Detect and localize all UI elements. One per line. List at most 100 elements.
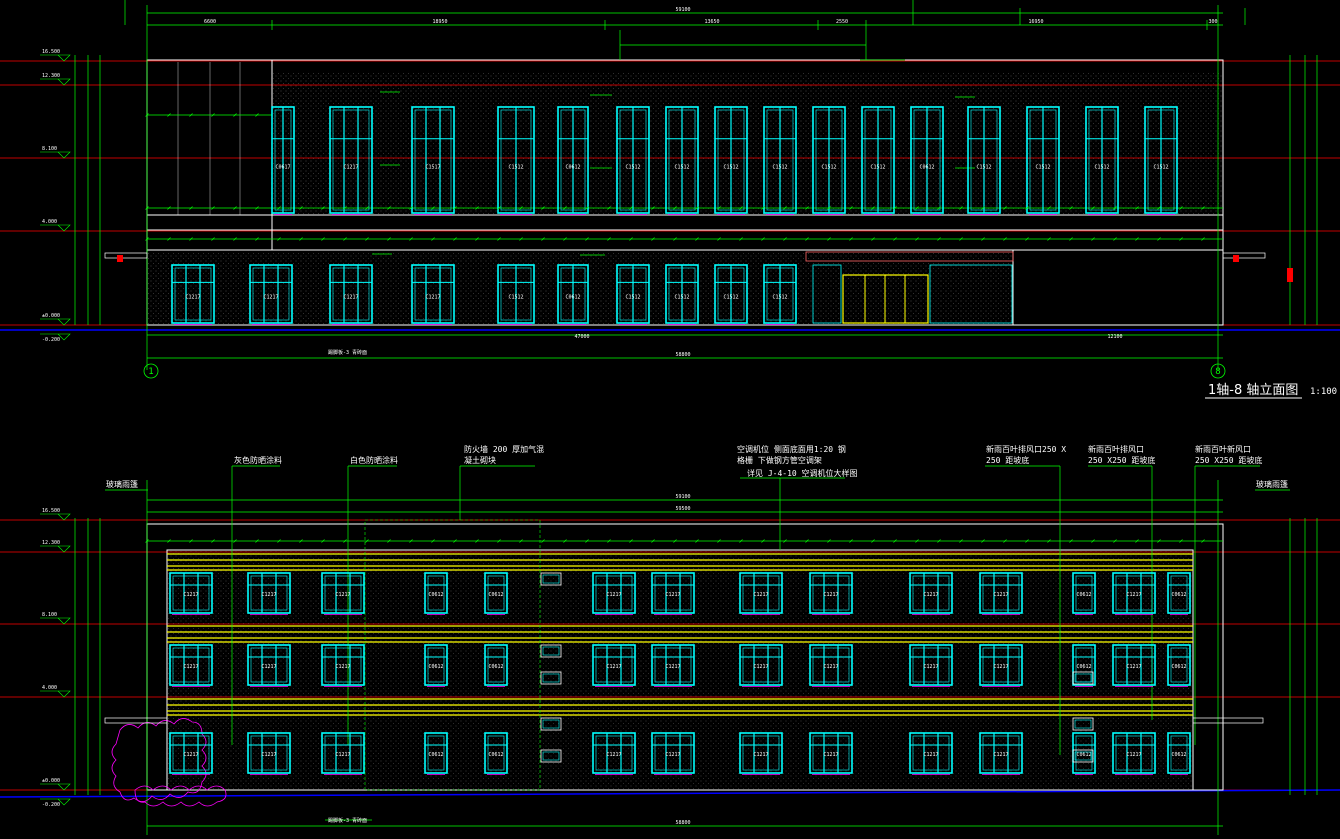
window-tag: C1217 <box>823 752 838 758</box>
bottom-window: C1217 <box>592 732 636 775</box>
callout-louver-exhaust-1b: 250 距坡底 <box>986 455 1029 465</box>
top-upper-window: C1512 <box>861 106 895 215</box>
top-seg-1: 6600 <box>204 19 216 25</box>
window-tag: C1512 <box>723 295 738 301</box>
top-lower-window: C1217 <box>171 264 215 325</box>
top-upper-window: C1217 <box>329 106 373 215</box>
top-masonry-fill-lower <box>147 252 1013 325</box>
axis-circle-1 <box>143 363 159 379</box>
window-tag: C1512 <box>821 164 836 170</box>
window-tag: C1217 <box>1126 592 1141 598</box>
top-upper-window: C1517 <box>411 106 455 215</box>
bottom-level-6: -0.200 <box>42 802 60 808</box>
window-tag: C1217 <box>823 592 838 598</box>
window-tag: C1217 <box>335 664 350 670</box>
top-curtain-wall-left <box>812 264 842 324</box>
bottom-window: C1217 <box>321 644 365 687</box>
top-lower-window: C1512 <box>616 264 650 325</box>
bottom-level-3: 8.100 <box>42 612 57 618</box>
bottom-window: C1217 <box>1112 732 1156 775</box>
window-tag: C1217 <box>335 592 350 598</box>
window-tag: C0612 <box>565 295 580 301</box>
bottom-window: C1217 <box>979 644 1023 687</box>
bottom-side-canopy-right <box>1192 717 1264 724</box>
bottom-level-5: ±0.000 <box>42 778 60 784</box>
vent-louver <box>540 644 562 658</box>
revision-cloud <box>111 718 207 802</box>
bottom-elevation: C1217C1217C1217C1217C1217C1217C1217C1217… <box>0 444 1340 835</box>
vent-louver <box>540 717 562 731</box>
window-tag: C1512 <box>723 164 738 170</box>
window-tag: C1217 <box>606 752 621 758</box>
window-tag: C1217 <box>335 752 350 758</box>
top-seg-6: 300 <box>1208 19 1217 25</box>
bottom-window: C1217 <box>247 572 291 615</box>
top-drawing-title: 1轴-8 轴立面图 <box>1208 383 1298 398</box>
bottom-window: C1217 <box>909 644 953 687</box>
window-tag: C1217 <box>183 752 198 758</box>
top-elevation: C0617C1217C1517C1512C0612C1512C1512C1512… <box>0 0 1340 399</box>
window-tag: C1217 <box>665 752 680 758</box>
callout-grey-paint: 灰色防晒涂料 <box>234 455 282 465</box>
top-upper-window: C1512 <box>763 106 797 215</box>
top-lower-window: C1512 <box>497 264 535 325</box>
bottom-level-2: 12.300 <box>42 540 60 546</box>
top-upper-window: C1512 <box>1085 106 1119 215</box>
bottom-narrow-window: C0612 <box>1167 732 1191 775</box>
window-tag: C1217 <box>263 295 278 301</box>
top-bottom-dim-2: 12100 <box>1107 334 1122 340</box>
top-side-canopy-left <box>104 252 148 259</box>
bottom-window: C1217 <box>651 644 695 687</box>
bottom-level-4: 4.000 <box>42 685 57 691</box>
bottom-finish-note: 踢脚板-3 青砖面 <box>328 817 367 824</box>
vent-louver <box>1072 717 1094 731</box>
callout-louver-fresh-a: 新雨百叶新风口 <box>1195 444 1251 454</box>
bottom-window: C1217 <box>321 732 365 775</box>
window-tag: C1217 <box>753 664 768 670</box>
window-tag: C1217 <box>425 295 440 301</box>
window-tag: C0612 <box>1171 592 1186 598</box>
vent-louver <box>540 749 562 763</box>
bottom-window: C1217 <box>809 572 853 615</box>
top-upper-window: C1512 <box>1026 106 1060 215</box>
top-dimension-lines <box>74 0 1318 370</box>
top-lower-window: C1512 <box>763 264 797 325</box>
top-level-4: 4.000 <box>42 219 57 225</box>
window-tag: C1217 <box>993 664 1008 670</box>
top-entrance-canopy <box>805 251 1014 262</box>
window-tag: C1217 <box>993 752 1008 758</box>
bottom-window: C1217 <box>979 732 1023 775</box>
callout-glass-canopy-right: 玻璃雨篷 <box>1256 479 1288 489</box>
callout-white-paint: 白色防晒涂料 <box>350 455 398 465</box>
bottom-narrow-window: C0612 <box>424 572 448 615</box>
top-level-2: 12.300 <box>42 73 60 79</box>
window-tag: C1512 <box>508 164 523 170</box>
bottom-window: C1217 <box>592 644 636 687</box>
bottom-window: C1217 <box>1112 644 1156 687</box>
window-tag: C0612 <box>565 164 580 170</box>
bottom-narrow-window: C0612 <box>484 732 508 775</box>
bottom-window: C1217 <box>169 732 213 775</box>
bottom-overall-dim: 58800 <box>675 820 690 826</box>
vent-louver <box>1072 671 1094 685</box>
bottom-window: C1217 <box>247 644 291 687</box>
callout-ac-3: 详见 J-4-10 空调机位大样图 <box>747 468 858 478</box>
window-tag: C1217 <box>183 592 198 598</box>
bottom-window: C1217 <box>1112 572 1156 615</box>
top-seg-5: 16950 <box>1028 19 1043 25</box>
bottom-window: C1217 <box>169 644 213 687</box>
bottom-window: C1217 <box>909 572 953 615</box>
bottom-narrow-window: C0612 <box>1072 572 1096 615</box>
top-lower-window: C1512 <box>714 264 748 325</box>
window-tag: C1217 <box>753 592 768 598</box>
callout-glass-canopy-left: 玻璃雨篷 <box>106 479 138 489</box>
top-level-6: -0.200 <box>42 337 60 343</box>
axis-label-1: 1 <box>148 367 153 377</box>
window-tag: C1512 <box>772 164 787 170</box>
vent-louver <box>540 671 562 685</box>
bottom-narrow-window: C0612 <box>424 644 448 687</box>
callout-ac-2: 格栅 下做钢方管空调架 <box>737 455 822 465</box>
